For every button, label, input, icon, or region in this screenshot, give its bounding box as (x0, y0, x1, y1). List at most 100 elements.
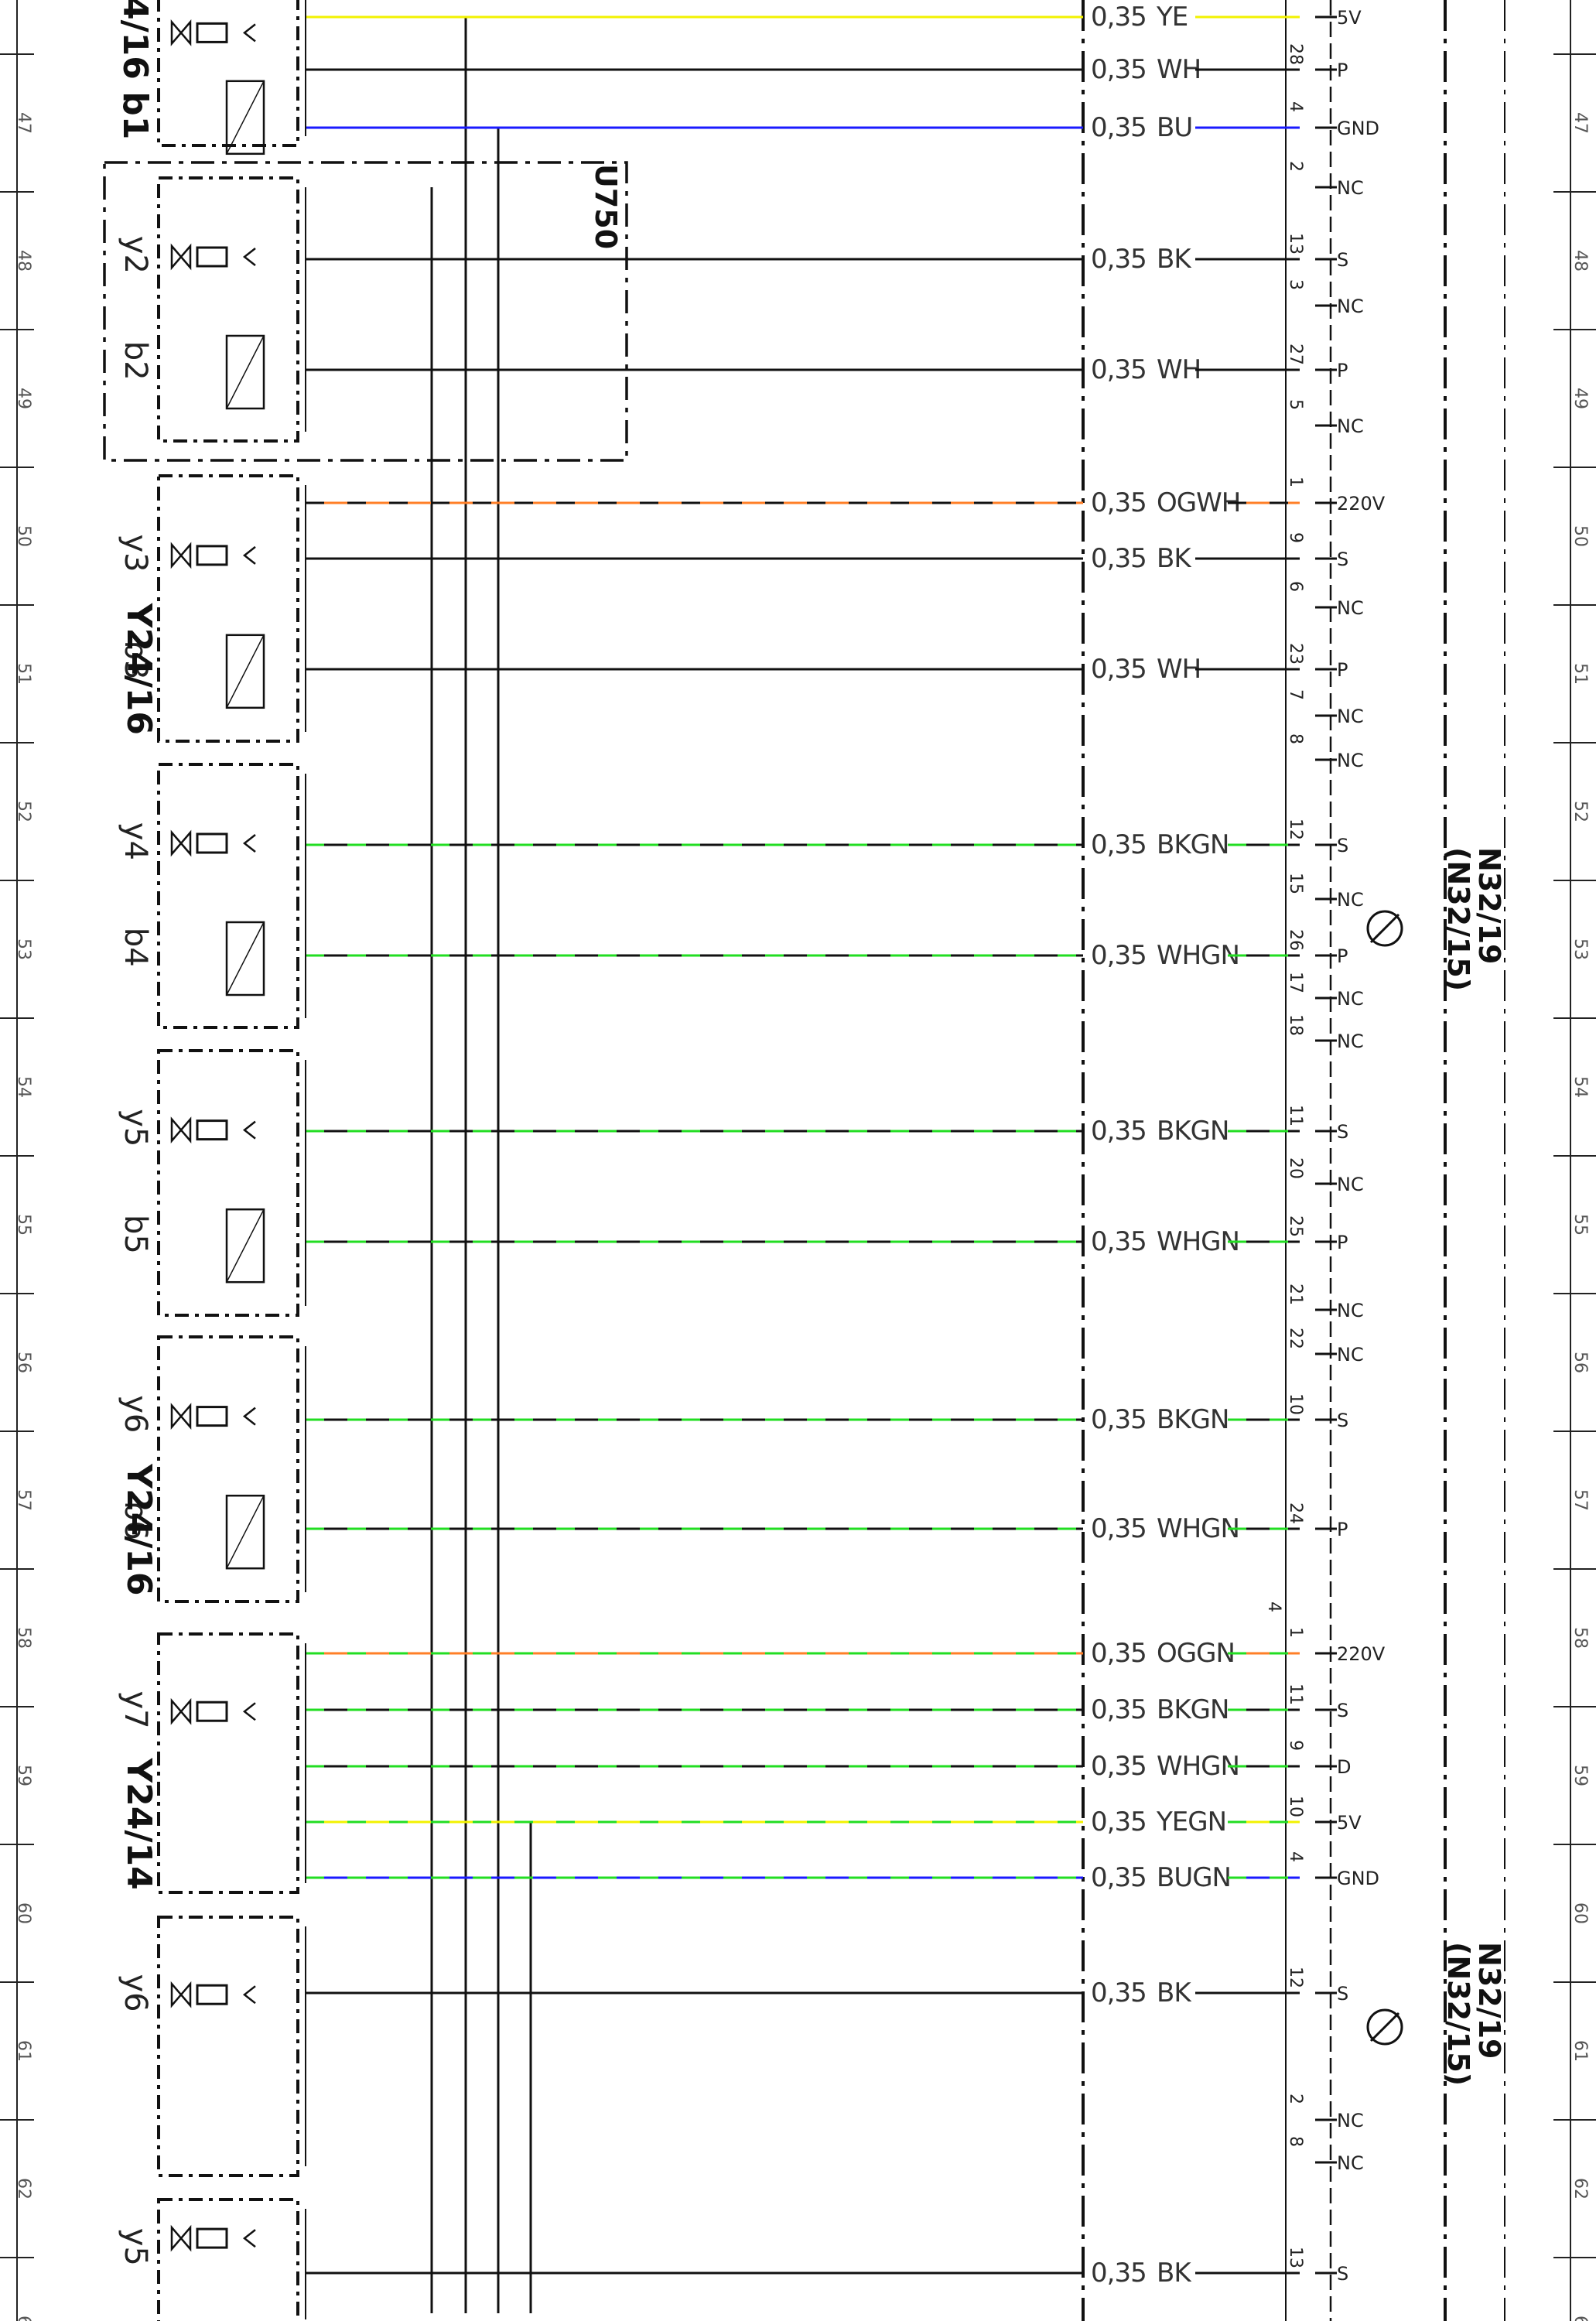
connector-signal-label: NC (1337, 1031, 1364, 1052)
component-box (157, 763, 299, 1029)
bus-lines (103, 0, 1505, 2321)
component-id-label: y3 (118, 534, 153, 572)
pressure-sensor-icon (225, 634, 265, 709)
connector-name-1: N32/19 (1472, 847, 1506, 964)
connector-signal-label: NC (1337, 1300, 1364, 1321)
component-id-label: y6 (118, 1395, 153, 1433)
scale-number-left: 59 (14, 1765, 33, 1786)
connector-signal-label: P (1337, 360, 1348, 381)
connector-pin-number: 21 (1286, 1284, 1305, 1305)
arrow-icon (242, 23, 256, 43)
connector-alt-1: (N32/15) (1441, 847, 1475, 991)
scale-number-left: 61 (14, 2040, 33, 2062)
pressure-sensor-icon (225, 1494, 265, 1570)
wire-spec-label: 0,35 (1091, 829, 1147, 860)
connector-signal-label: S (1337, 2263, 1348, 2285)
solenoid-coil (196, 545, 228, 566)
connector-pin-number: 20 (1286, 1157, 1305, 1179)
sensor-diagonal (226, 80, 265, 155)
solenoid-coil (196, 2227, 228, 2249)
scale-number-right: 57 (1570, 1489, 1590, 1511)
wire-spec-label: 0,35 (1091, 487, 1147, 518)
valve-icon (170, 829, 192, 857)
solenoid-coil (196, 1701, 228, 1722)
wire-color-label: BU (1157, 112, 1192, 143)
wire-spec-label: 0,35 (1091, 940, 1147, 971)
connector-signal-label: NC (1337, 2110, 1364, 2131)
scale-number-left: 52 (14, 801, 33, 822)
wire-color-label: WH (1157, 654, 1201, 685)
wire-color-label: BK (1157, 244, 1192, 275)
pressure-sensor-icon (225, 921, 265, 996)
wire-spec-label: 0,35 (1091, 1694, 1147, 1725)
arrow-icon (242, 1407, 256, 1426)
connector-signal-label: P (1337, 945, 1348, 967)
connector-pin-number: 13 (1286, 2247, 1305, 2268)
scale-number-right: 47 (1570, 112, 1590, 134)
labels: U750 4/16 b1 N32/19 (N32/15) N32/19 (N32… (115, 0, 1506, 2086)
connector-pin-number: 8 (1286, 2136, 1305, 2147)
solenoid-coil (196, 1984, 228, 2005)
solenoid-coil (196, 1119, 228, 1141)
valve-icon (170, 2224, 192, 2252)
connector-pin-number: 9 (1286, 532, 1305, 543)
component-box (157, 0, 299, 147)
sensor-diagonal (226, 335, 265, 409)
shield-ground-icon (1366, 910, 1403, 947)
solenoid-coil (196, 246, 228, 268)
connector-signal-label: S (1337, 1410, 1348, 1431)
connector-pin-number: 5 (1286, 399, 1305, 410)
arrow-icon (242, 248, 256, 266)
scale-number-right: 62 (1570, 2178, 1590, 2200)
wire-spec-label: 0,35 (1091, 244, 1147, 275)
connector-signal-label: NC (1337, 2152, 1364, 2174)
component-box (157, 1632, 299, 1894)
connector-pin-number: 22 (1286, 1328, 1305, 1349)
scale-number-right: 59 (1570, 1765, 1590, 1786)
connector-pin-number: 8 (1286, 733, 1305, 744)
wire-spec-label: 0,35 (1091, 1751, 1147, 1782)
scale-number-right: 53 (1570, 938, 1590, 960)
connector-signal-label: NC (1337, 988, 1364, 1010)
wire-color-label: YE (1156, 2, 1188, 32)
scale-number-right: 54 (1570, 1076, 1590, 1098)
scale-number-left: 63 (14, 2316, 33, 2321)
wire-color-label: BKGN (1157, 1694, 1229, 1725)
wire-color-label: WHGN (1157, 1226, 1239, 1257)
sensor-diagonal (226, 634, 265, 709)
connector-pin-number: 11 (1286, 1105, 1305, 1126)
connector-signal-label: S (1337, 1983, 1348, 2005)
scale-number-right: 50 (1570, 525, 1590, 547)
connector-pin-number: 3 (1286, 279, 1305, 290)
connector-pin-number: 12 (1286, 1967, 1305, 1988)
connector-pin-number: 7 (1286, 689, 1305, 700)
shield-ground-slash (1369, 2012, 1400, 2042)
valve-icon (170, 1697, 192, 1725)
connector-signal-label: 220V (1337, 493, 1386, 514)
diagram-frame (16, 0, 1571, 2321)
connector-signal-label: NC (1337, 1344, 1364, 1366)
scale-number-left: 60 (14, 1902, 33, 1924)
connector-signal-label: GND (1337, 118, 1379, 139)
scale-number-left: 48 (14, 250, 33, 272)
component-id-label: y4 (118, 822, 153, 860)
scale-number-right: 61 (1570, 2040, 1590, 2062)
connector-pin-number: 28 (1286, 43, 1305, 65)
pressure-sensor-icon (225, 334, 265, 410)
connector-signal-label: P (1337, 659, 1348, 681)
solenoid-coil (196, 832, 228, 854)
connector-pin-number: 4 (1286, 1851, 1305, 1862)
wire-spec-label: 0,35 (1091, 1226, 1147, 1257)
connector-pin-number: 27 (1286, 344, 1305, 365)
shield-ground-icon (1366, 2008, 1403, 2046)
sensor-diagonal (226, 921, 265, 996)
scale-number-left: 57 (14, 1489, 33, 1511)
component-label-partial: 4/16 b1 (115, 0, 155, 139)
sensor-id-label: b5 (118, 1215, 153, 1254)
component-id-label: y6 (118, 1974, 153, 2012)
connector-pin-number: 23 (1286, 643, 1305, 665)
arrow-icon (242, 545, 256, 565)
